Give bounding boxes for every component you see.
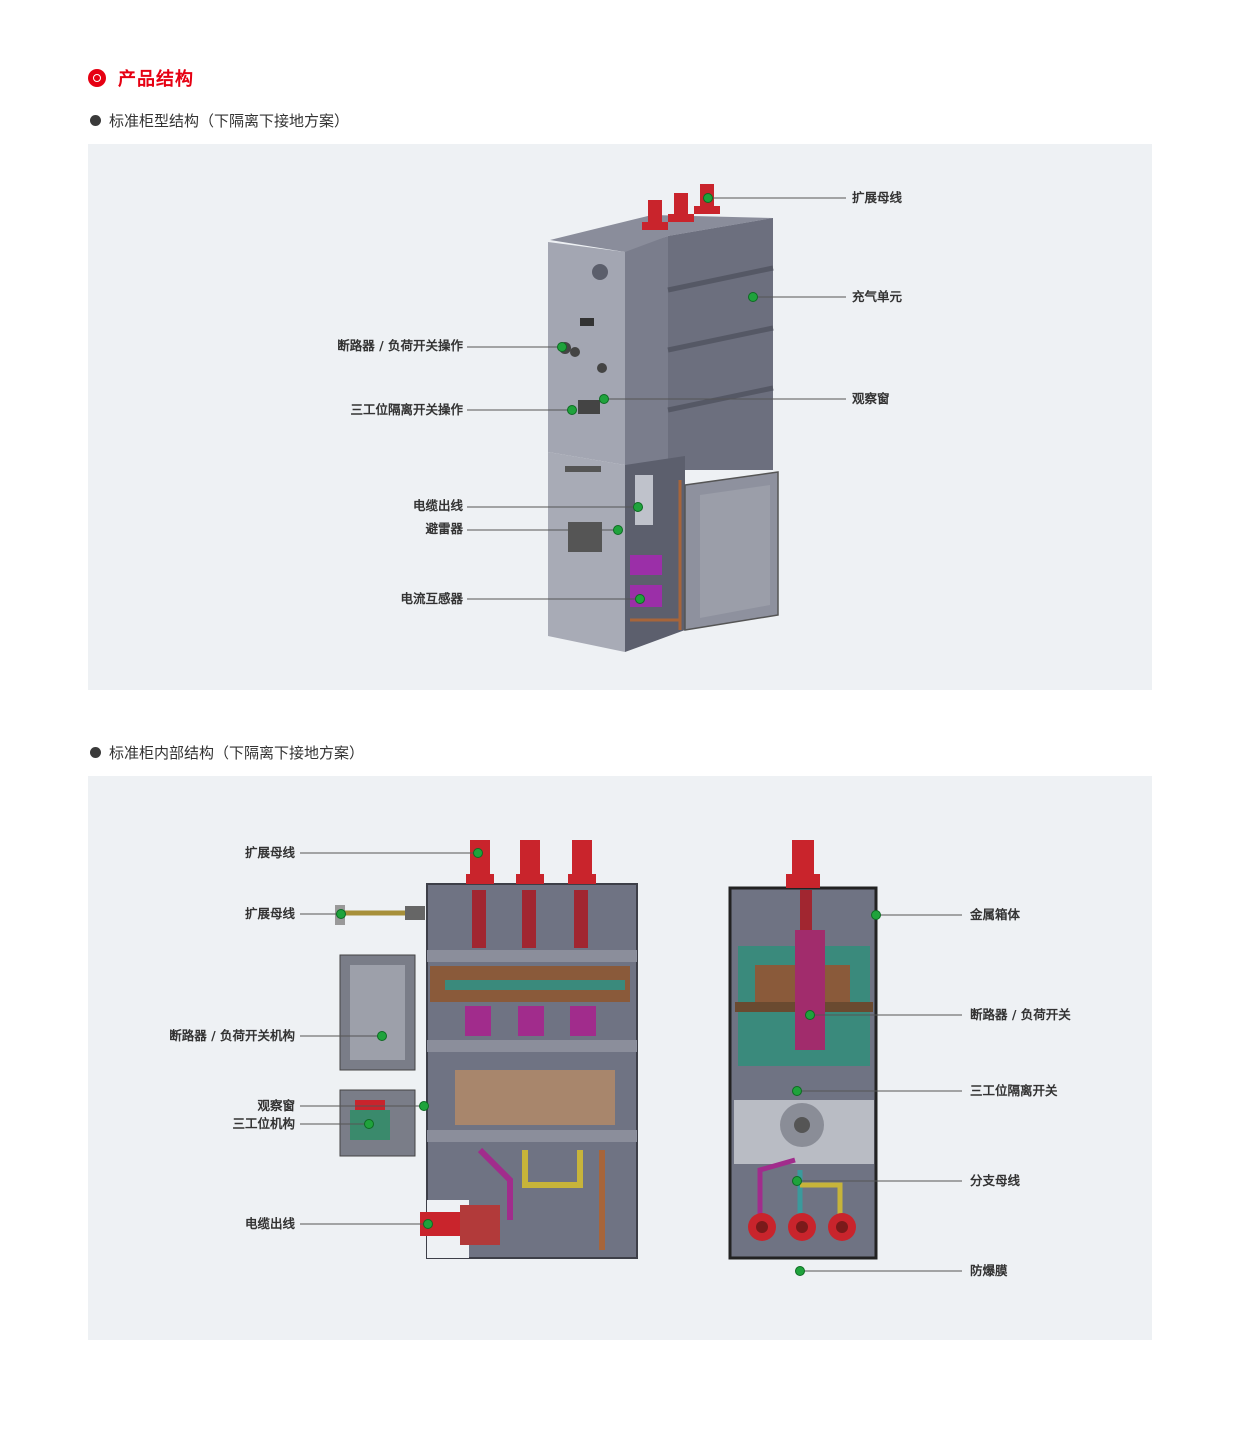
label-breaker: 断路器 / 负荷开关 [970,1007,1071,1022]
bullet-icon [90,746,101,758]
label-ct: 电流互感器 [400,591,463,606]
section-header: 产品结构 [88,66,194,90]
label-three-pos-mech: 三工位机构 [232,1116,295,1131]
label-burst-film: 防爆膜 [970,1263,1008,1278]
diagram2-subtitle-text: 标准柜内部结构（下隔离下接地方案） [109,743,365,762]
diagram1-subtitle-text: 标准柜型结构（下隔离下接地方案） [109,111,350,130]
diagram1-panel [88,144,1152,690]
label-busbar-top: 扩展母线 [244,845,295,860]
diagram2-panel [88,776,1152,1340]
section-title: 产品结构 [118,69,194,90]
label-breaker-op: 断路器 / 负荷开关操作 [337,338,463,353]
label-arrester: 避雷器 [425,521,463,536]
label-gas-unit: 充气单元 [852,289,903,304]
label-cable-out: 电缆出线 [412,498,463,513]
label-three-pos: 三工位隔离开关 [970,1083,1058,1098]
label-busbar-side: 扩展母线 [244,906,295,921]
label-breaker-mech: 断路器 / 负荷开关机构 [169,1028,295,1043]
label-window: 观察窗 [257,1098,295,1113]
diagram2-subtitle: 标准柜内部结构（下隔离下接地方案） [90,742,364,762]
label-branch-bus: 分支母线 [970,1173,1021,1188]
diagram1-subtitle: 标准柜型结构（下隔离下接地方案） [90,110,349,130]
section-icon [88,69,106,87]
label-window: 观察窗 [852,391,890,406]
label-three-pos-op: 三工位隔离开关操作 [350,402,463,417]
bullet-icon [90,114,101,126]
label-metal-box: 金属箱体 [970,907,1021,922]
label-cable-out: 电缆出线 [244,1216,295,1231]
label-busbar: 扩展母线 [852,190,903,205]
